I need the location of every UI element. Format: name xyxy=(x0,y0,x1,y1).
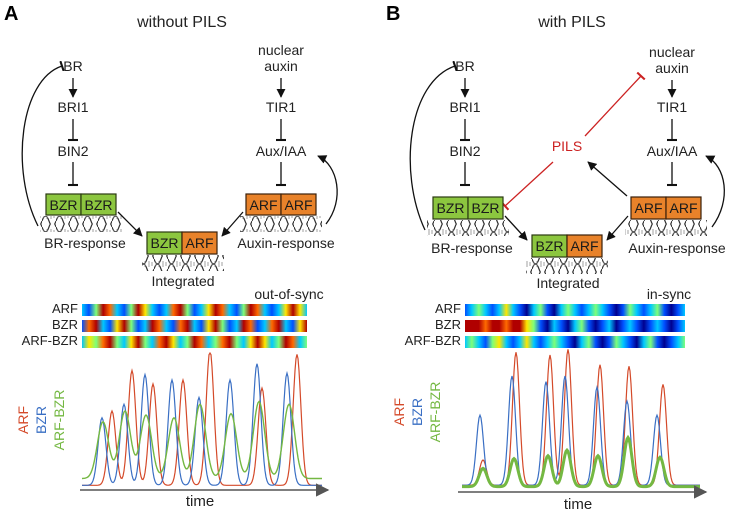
edge-arf-pils xyxy=(587,161,628,197)
arf-box-2 xyxy=(280,193,317,216)
trace-b-arfbzr xyxy=(462,434,700,489)
arf-box-2-b xyxy=(665,196,702,220)
node-br: BR xyxy=(63,58,82,74)
arf-label-2: ARF xyxy=(285,197,313,213)
node-bri1-b: BRI1 xyxy=(449,99,480,115)
integrated-label: Integrated xyxy=(151,273,214,289)
trace-a-bzr xyxy=(82,363,322,486)
bzr-label-1-b: BZR xyxy=(437,200,465,216)
edge-bzr-integrated-b xyxy=(504,215,528,241)
strip-a-arfbzr xyxy=(82,336,307,348)
integrated-label-b: Integrated xyxy=(536,275,599,291)
int-arf-label-b: ARF xyxy=(571,238,599,254)
node-auxin: auxin xyxy=(264,58,297,74)
dna-br xyxy=(40,216,122,232)
strip-b-arfbzr xyxy=(465,336,685,348)
strip-a-arf xyxy=(82,304,307,316)
node-tir1: TIR1 xyxy=(266,99,297,115)
in-sync-label: in-sync xyxy=(647,286,691,302)
int-arf-box xyxy=(181,231,218,255)
edge-arf-integrated-b xyxy=(606,215,629,241)
arf-label-1: ARF xyxy=(250,197,278,213)
int-arf-box-b xyxy=(566,234,603,258)
strip-b-bzr xyxy=(465,320,685,332)
int-bzr-label-b: BZR xyxy=(536,238,564,254)
node-auxiaa-b: Aux/IAA xyxy=(647,143,698,159)
panel-a-letter: A xyxy=(4,3,18,25)
node-nuclear-b: nuclear xyxy=(649,44,695,60)
node-auxiaa: Aux/IAA xyxy=(256,143,307,159)
br-response-label: BR-response xyxy=(44,235,126,251)
edge-feedback-br-b xyxy=(409,60,458,231)
legend-a-arfbzr: ARF-BZR xyxy=(51,390,67,451)
dna-integrated-b xyxy=(526,258,608,274)
out-of-sync-label: out-of-sync xyxy=(254,286,323,302)
trace-a-arfbzr xyxy=(81,400,322,480)
node-bin2: BIN2 xyxy=(57,143,88,159)
strip-b-arf-label: ARF xyxy=(435,301,461,316)
traces-a xyxy=(81,351,322,486)
legend-b-arf: ARF xyxy=(391,398,407,426)
strip-a-arf-label: ARF xyxy=(52,301,78,316)
trace-a-arf xyxy=(82,351,322,486)
panel-b-letter: B xyxy=(386,3,400,25)
edge-pils-bzr xyxy=(500,161,554,211)
panel-a-title: without PILS xyxy=(136,14,227,31)
arf-label-2-b: ARF xyxy=(670,200,698,216)
strip-a-arfbzr-label: ARF-BZR xyxy=(22,333,78,348)
auxin-response-label: Auxin-response xyxy=(237,235,334,251)
strip-b-arfbzr-label: ARF-BZR xyxy=(405,333,461,348)
bzr-label-1: BZR xyxy=(50,197,78,213)
edge-feedback-br xyxy=(21,60,65,227)
int-bzr-label: BZR xyxy=(151,235,179,251)
node-bin2-b: BIN2 xyxy=(449,143,480,159)
node-tir1-b: TIR1 xyxy=(657,99,688,115)
panel-a: A without PILS BR BRI1 BIN2 nuclear auxi… xyxy=(4,3,338,510)
strip-b-bzr-label: BZR xyxy=(435,317,461,332)
node-pils: PILS xyxy=(552,138,582,154)
bzr-box-2-b xyxy=(467,196,504,220)
legend-b-arfbzr: ARF-BZR xyxy=(427,382,443,443)
edge-feedback-auxiaa-b xyxy=(705,155,725,228)
arf-label-1-b: ARF xyxy=(635,200,663,216)
time-label-a: time xyxy=(186,493,214,510)
edge-bzr-integrated xyxy=(117,211,143,237)
node-br-b: BR xyxy=(455,58,474,74)
bzr-box-2 xyxy=(80,193,117,216)
legend-a-arf: ARF xyxy=(15,406,31,434)
int-arf-label: ARF xyxy=(186,235,214,251)
legend-b-bzr: BZR xyxy=(409,398,425,426)
auxin-response-label-b: Auxin-response xyxy=(628,240,725,256)
bzr-label-2: BZR xyxy=(85,197,113,213)
panel-b-title: with PILS xyxy=(537,14,606,31)
br-response-label-b: BR-response xyxy=(431,240,513,256)
edge-feedback-auxiaa xyxy=(317,155,338,225)
strip-a-bzr xyxy=(82,320,307,332)
strip-a-bzr-label: BZR xyxy=(52,317,78,332)
time-label-b: time xyxy=(564,496,592,513)
node-bri1: BRI1 xyxy=(57,99,88,115)
dna-br-b xyxy=(427,220,509,236)
edge-arf-integrated xyxy=(221,211,244,237)
node-nuclear: nuclear xyxy=(258,42,304,58)
dna-auxin-b xyxy=(625,220,707,236)
legend-a-bzr: BZR xyxy=(33,406,49,434)
dna-auxin xyxy=(240,216,322,232)
strip-b-arf xyxy=(465,304,685,316)
dna-integrated xyxy=(142,255,224,271)
node-auxin-b: auxin xyxy=(655,60,688,76)
traces-b xyxy=(462,349,700,489)
edge-pils-auxin xyxy=(584,71,646,137)
panel-b: B with PILS BR BRI1 BIN2 nuclear auxin T… xyxy=(386,3,726,513)
bzr-label-2-b: BZR xyxy=(472,200,500,216)
